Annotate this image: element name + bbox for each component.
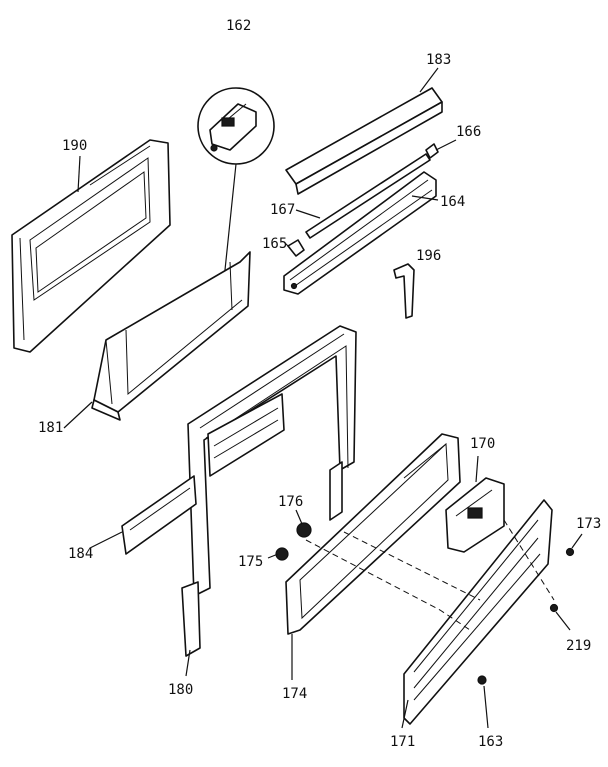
callout-166: 166 <box>456 124 481 140</box>
callout-labels: 162 183 190 166 167 164 165 196 181 170 … <box>38 18 601 750</box>
callout-163: 163 <box>478 734 503 750</box>
part-183-trim-strip <box>285 87 443 195</box>
callout-170: 170 <box>470 436 495 452</box>
assembly-lines <box>305 519 555 631</box>
callout-176: 176 <box>278 494 303 510</box>
part-219-screw <box>549 603 559 613</box>
part-176-switch <box>296 522 312 538</box>
callout-175: 175 <box>238 554 263 570</box>
part-167-rod <box>305 153 431 239</box>
callout-173: 173 <box>576 516 601 532</box>
part-190-rear-panel <box>11 139 171 353</box>
callout-183: 183 <box>426 52 451 68</box>
part-173-screw <box>565 547 575 557</box>
callout-167: 167 <box>270 202 295 218</box>
callout-180: 180 <box>168 682 193 698</box>
leader-lines <box>63 67 583 729</box>
part-181-channel-bracket <box>91 251 251 421</box>
part-163-screw <box>477 675 487 685</box>
part-174-control-panel <box>285 433 461 635</box>
part-196-hook <box>393 263 415 319</box>
part-184-side-rail <box>121 475 197 555</box>
callout-181: 181 <box>38 420 63 436</box>
part-170-control-board <box>445 477 505 553</box>
callout-171: 171 <box>390 734 415 750</box>
part-175-knob <box>275 547 289 561</box>
callout-165: 165 <box>262 236 287 252</box>
callout-162: 162 <box>226 18 251 34</box>
callout-196: 196 <box>416 248 441 264</box>
part-180-front-frame <box>181 325 357 657</box>
callout-164: 164 <box>440 194 465 210</box>
callout-174: 174 <box>282 686 307 702</box>
part-166-clip <box>425 143 439 159</box>
part-165-small-bracket <box>287 239 305 257</box>
callout-219: 219 <box>566 638 591 654</box>
part-164-channel-rail <box>283 171 437 295</box>
callout-184: 184 <box>68 546 93 562</box>
callout-190: 190 <box>62 138 87 154</box>
